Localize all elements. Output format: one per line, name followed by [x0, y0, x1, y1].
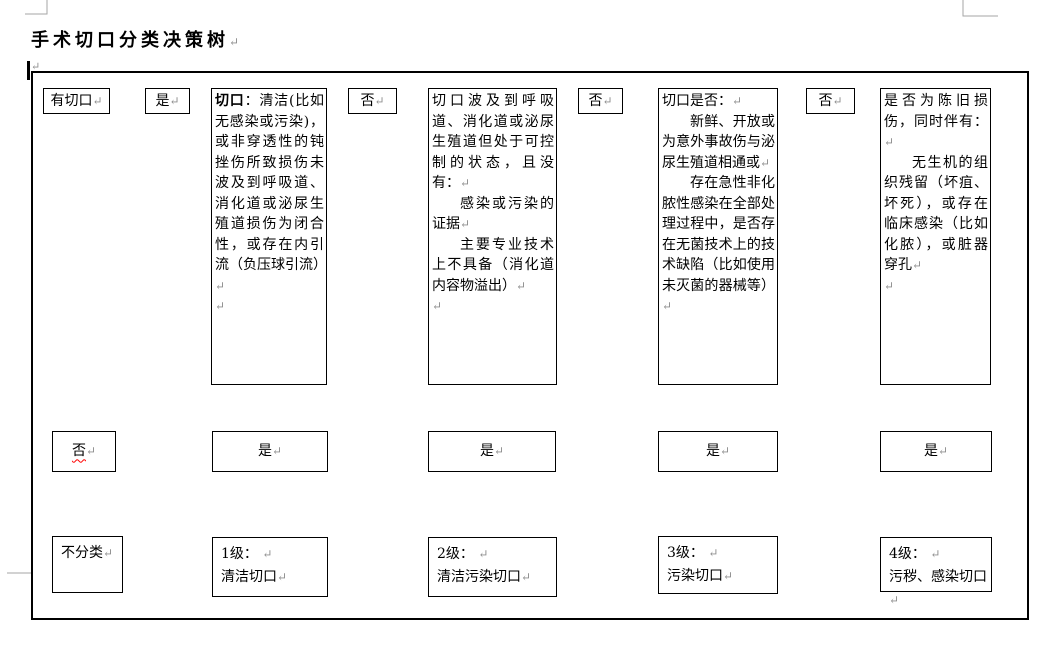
node-question-3[interactable]: 切口是否：↵ 新鲜、开放或为意外事故伤与泌尿生殖道相通或↵ 存在急性非化脓性感染… [658, 88, 778, 385]
yes-label: 是 [923, 443, 938, 460]
result-2-level: 2级： [437, 546, 474, 562]
question-2-text-2: 感染或污染的证据 [432, 195, 554, 233]
paragraph-mark: ↵ [85, 444, 97, 459]
question-4-text-2: 无生机的组织残留（坏疽、坏死），或存在临床感染（比如化脓），或脏器穿孔 [884, 154, 988, 274]
paragraph-mark: ↵ [884, 135, 895, 149]
node-yes-col-5[interactable]: 是↵ [880, 431, 992, 472]
node-no-top-2[interactable]: 否↵ [578, 88, 623, 114]
paragraph-mark: ↵ [516, 278, 527, 293]
margin-mark-top-left [25, 0, 48, 15]
paragraph-mark: ↵ [262, 547, 273, 561]
node-yes-col-2[interactable]: 是↵ [212, 431, 328, 472]
paragraph-mark: ↵ [708, 546, 719, 560]
paragraph-mark: ↵ [271, 444, 283, 459]
paragraph-mark: ↵ [432, 299, 443, 313]
yes-label: 是 [705, 443, 720, 460]
node-result-1[interactable]: 1级： ↵ 清洁切口↵ [212, 537, 328, 597]
paragraph-mark: ↵ [832, 93, 843, 108]
question-4-text-1: 是否为陈旧损伤，同时伴有： [884, 93, 988, 130]
node-start[interactable]: 有切口↵ [43, 88, 110, 114]
result-3-name: 污染切口 [667, 568, 723, 584]
paragraph-mark: ↵ [374, 93, 385, 108]
paragraph-mark: ↵ [215, 299, 226, 313]
no-label: 否 [71, 443, 86, 460]
question-2-text-3: 主要专业技术上不具备（消化道内容物溢出） [432, 236, 554, 294]
node-not-classified[interactable]: 不分类↵ [52, 536, 123, 593]
node-question-4[interactable]: 是否为陈旧损伤，同时伴有： ↵ 无生机的组织残留（坏疽、坏死），或存在临床感染（比… [880, 88, 991, 385]
not-classified-label: 不分类 [61, 545, 103, 561]
result-3-level: 3级： [667, 545, 704, 561]
node-question-1[interactable]: 切口：清洁(比如无感染或污染)，或非穿透性的钝挫伤所致损伤未波及到呼吸道、消化道… [211, 88, 327, 385]
paragraph-mark: ↵ [460, 217, 471, 231]
result-1-name: 清洁切口 [221, 569, 277, 585]
paragraph-mark: ↵ [884, 278, 895, 293]
yes-label: 是 [479, 443, 494, 460]
paragraph-mark: ↵ [229, 35, 240, 49]
paragraph-mark: ↵ [169, 93, 180, 108]
no-label: 否 [818, 92, 833, 109]
page-title: 手术切口分类决策树↵ [31, 30, 240, 51]
node-yes-top-1[interactable]: 是↵ [145, 88, 190, 114]
node-question-2[interactable]: 切口波及到呼吸道、消化道或泌尿生殖道但处于可控制的状态，且没有：↵ 感染或污染的… [428, 88, 557, 385]
result-4-level: 4级： [889, 546, 926, 562]
node-result-2[interactable]: 2级： ↵ 清洁污染切口↵ [428, 537, 557, 597]
node-result-3[interactable]: 3级： ↵ 污染切口↵ [658, 536, 778, 594]
paragraph-mark: ↵ [930, 547, 941, 561]
paragraph-mark: ↵ [92, 93, 103, 108]
no-label: 否 [360, 92, 375, 109]
paragraph-mark: ↵ [478, 547, 489, 561]
question-3-text-2: 新鲜、开放或为意外事故伤与泌尿生殖道相通或 [662, 113, 775, 171]
paragraph-mark: ↵ [723, 569, 734, 583]
paragraph-mark: ↵ [912, 258, 923, 272]
question-2-text-1: 切口波及到呼吸道、消化道或泌尿生殖道但处于可控制的状态，且没有： [432, 93, 554, 191]
paragraph-mark: ↵ [31, 60, 41, 73]
node-no-left[interactable]: 否↵ [52, 431, 116, 472]
paragraph-mark: ↵ [662, 299, 673, 313]
result-2-name: 清洁污染切口 [437, 569, 521, 585]
question-1-lead: 切口 [215, 93, 245, 109]
node-no-top-1[interactable]: 否↵ [348, 88, 397, 114]
margin-mark-top-right [962, 0, 998, 17]
paragraph-mark: ↵ [732, 94, 743, 108]
paragraph-mark: ↵ [103, 546, 114, 560]
paragraph-mark: ↵ [760, 155, 771, 170]
paragraph-mark: ↵ [719, 444, 731, 459]
question-3-text-3: 存在急性非化脓性感染在全部处理过程中，是否存在无菌技术上的技术缺陷（比如使用未灭… [662, 175, 775, 294]
paragraph-mark: ↵ [460, 176, 471, 190]
paragraph-mark: ↵ [277, 570, 288, 584]
node-no-top-3[interactable]: 否↵ [806, 88, 855, 114]
margin-mark-bottom-left [7, 572, 33, 595]
question-3-text-1: 切口是否： [662, 93, 732, 109]
node-yes-col-4[interactable]: 是↵ [658, 431, 778, 472]
yes-label: 是 [257, 443, 272, 460]
paragraph-mark: ↵ [889, 593, 900, 607]
paragraph-mark: ↵ [493, 444, 505, 459]
result-4-name: 污秽、感染切口 [889, 569, 987, 585]
paragraph-mark: ↵ [521, 570, 532, 584]
paragraph-mark: ↵ [602, 93, 613, 108]
result-1-level: 1级： [221, 546, 258, 562]
node-result-4[interactable]: 4级： ↵ 污秽、感染切口 ↵ [880, 537, 992, 607]
node-start-label: 有切口 [50, 92, 93, 109]
yes-label: 是 [155, 92, 170, 109]
node-yes-col-3[interactable]: 是↵ [428, 431, 556, 472]
no-label: 否 [588, 92, 603, 109]
paragraph-mark: ↵ [937, 444, 949, 459]
question-1-text: ：清洁(比如无感染或污染)，或非穿透性的钝挫伤所致损伤未波及到呼吸道、消化道或泌… [215, 93, 327, 273]
paragraph-mark: ↵ [215, 278, 226, 293]
text-cursor [27, 61, 30, 80]
